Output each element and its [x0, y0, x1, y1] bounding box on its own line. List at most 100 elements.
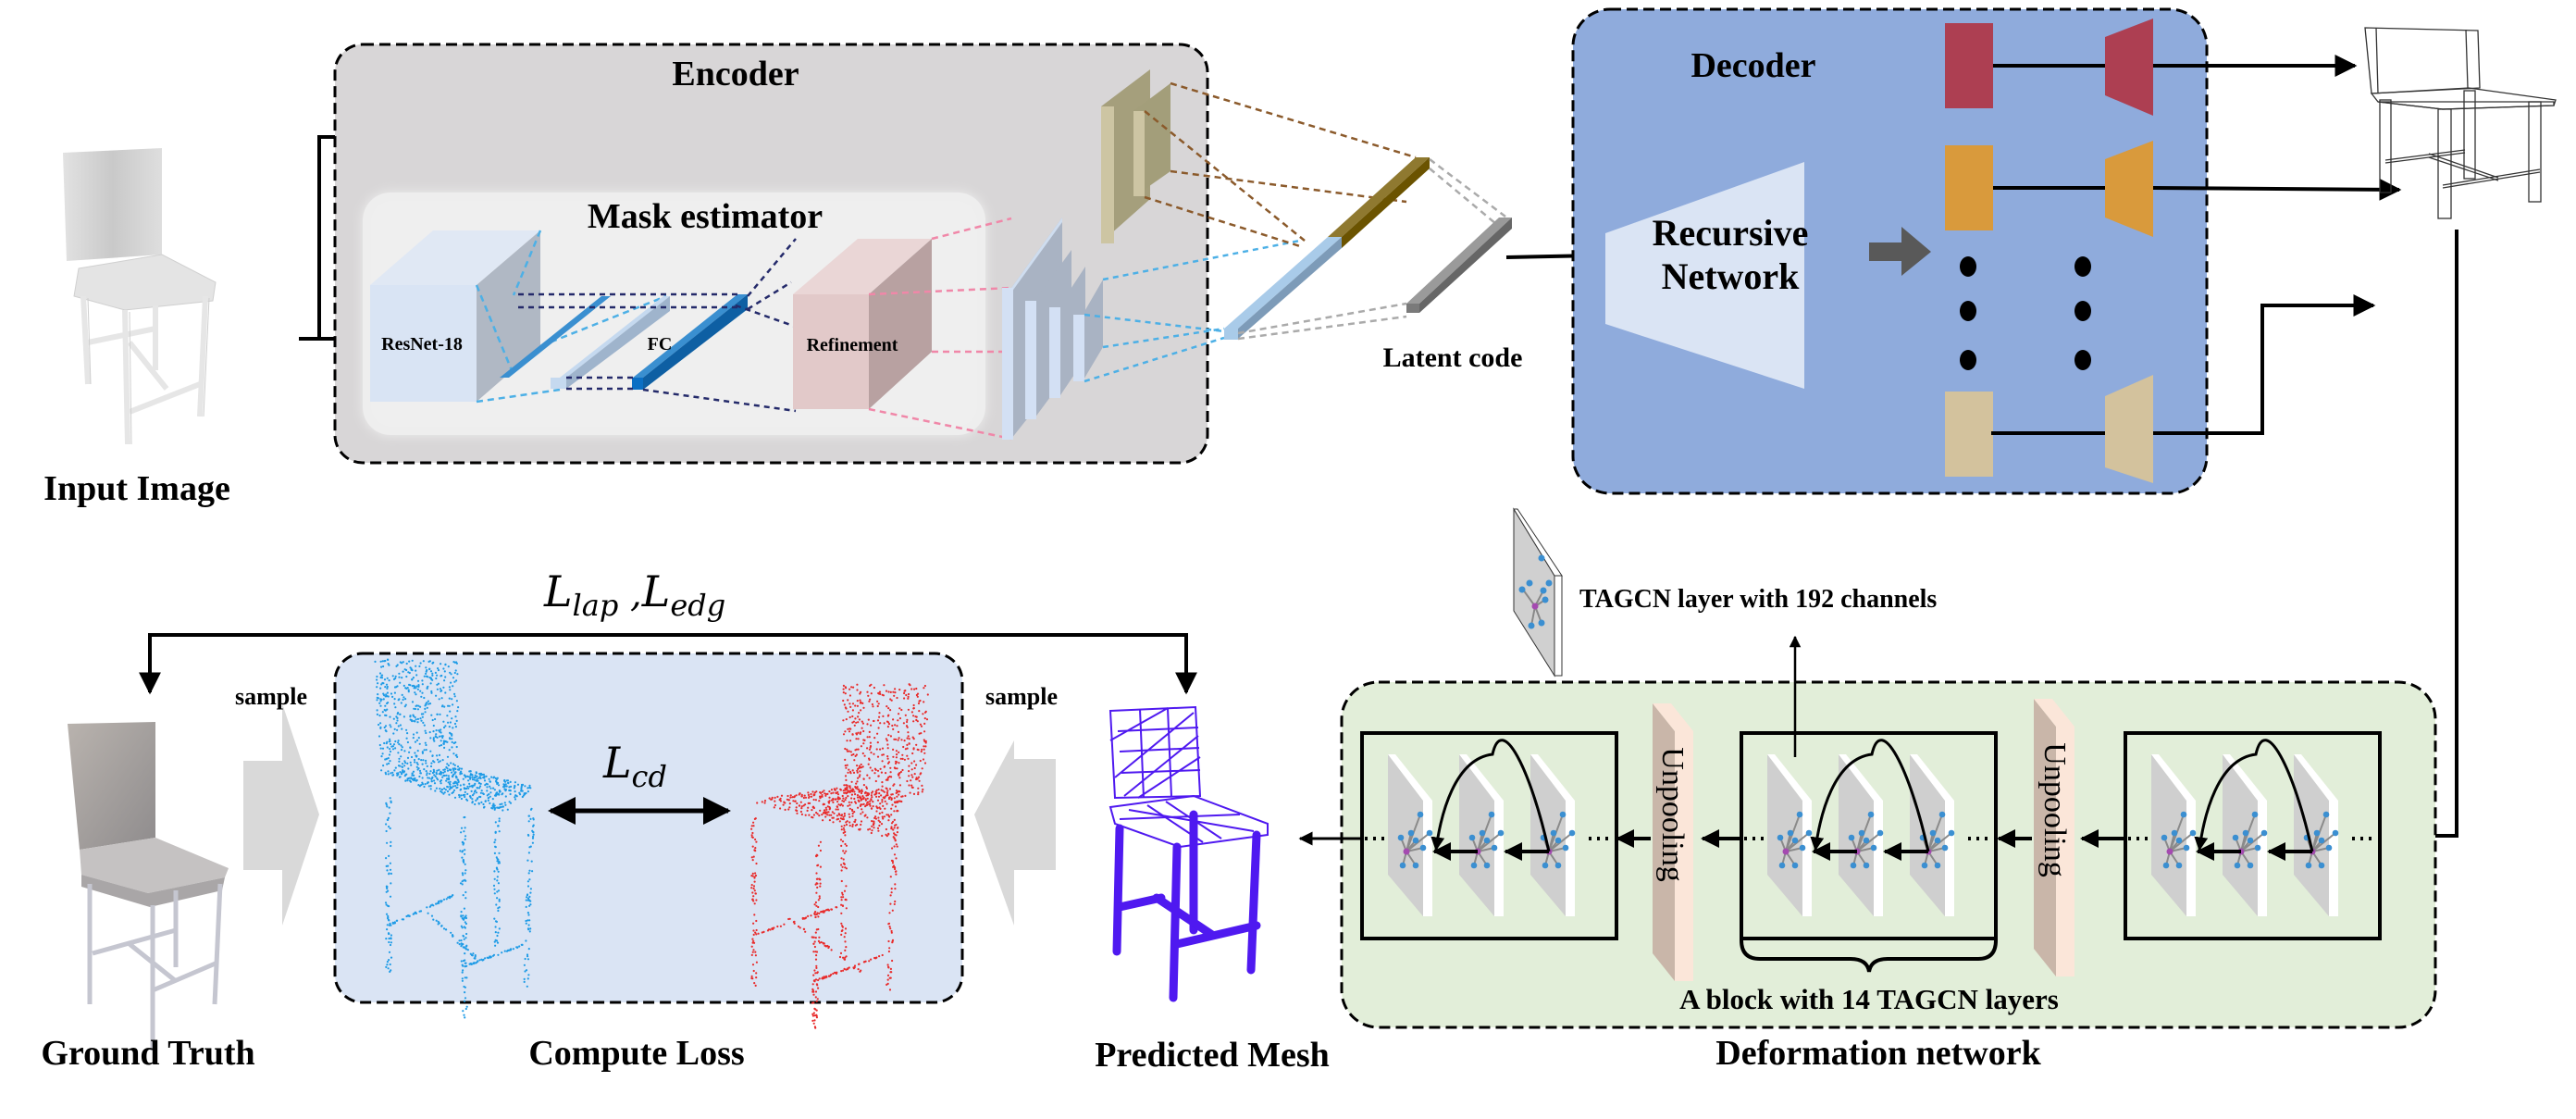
point [872, 801, 874, 803]
point [848, 768, 850, 771]
point [445, 779, 448, 782]
point [493, 789, 497, 791]
point [751, 951, 754, 953]
point [426, 702, 428, 704]
point [868, 748, 872, 751]
point [390, 969, 392, 972]
point [885, 827, 888, 831]
point [482, 958, 485, 961]
point [899, 770, 903, 774]
point [389, 760, 391, 763]
point [910, 762, 913, 765]
point [842, 691, 845, 694]
point [415, 718, 417, 721]
point [843, 784, 846, 787]
point [813, 793, 816, 796]
point [753, 817, 757, 821]
point [387, 932, 390, 935]
point [815, 1000, 818, 1002]
point [479, 785, 482, 788]
point [901, 753, 904, 756]
point [879, 722, 882, 725]
point [799, 926, 801, 929]
point [452, 935, 454, 938]
point [493, 877, 496, 880]
point [889, 927, 892, 930]
point [407, 690, 410, 693]
feature-plates-brown [1101, 69, 1170, 243]
point [815, 928, 818, 931]
point [390, 840, 392, 844]
point [442, 774, 445, 777]
point [883, 722, 886, 725]
point [889, 876, 892, 878]
point [498, 830, 501, 833]
point [464, 1016, 466, 1019]
point [815, 891, 818, 894]
point [464, 815, 466, 819]
point [490, 776, 493, 778]
point [532, 817, 535, 820]
point [896, 809, 898, 812]
skip-connection-arrow [1810, 739, 1930, 852]
point [890, 971, 893, 974]
point [416, 721, 419, 724]
unpooling-label-2: Unpooling [2037, 742, 2072, 877]
point [477, 777, 480, 779]
point [874, 817, 878, 820]
point [436, 736, 439, 740]
point [504, 795, 507, 798]
point [881, 953, 884, 957]
point [851, 825, 854, 828]
point [889, 967, 893, 970]
point [409, 780, 413, 783]
point [444, 676, 447, 678]
point [445, 898, 448, 901]
point [851, 769, 854, 772]
point [394, 747, 397, 750]
point [909, 684, 911, 687]
point [847, 699, 849, 702]
point [787, 799, 791, 802]
point [813, 791, 817, 794]
point [460, 911, 463, 914]
point [445, 928, 448, 931]
point [460, 942, 463, 945]
point [896, 767, 898, 770]
point [417, 758, 420, 761]
point [835, 798, 837, 801]
point [443, 787, 446, 790]
point [514, 790, 516, 793]
point [408, 751, 411, 753]
point [458, 793, 461, 797]
point [886, 814, 888, 816]
point [471, 776, 474, 778]
point [840, 933, 843, 937]
point [401, 727, 403, 730]
point [461, 917, 464, 920]
point [834, 971, 836, 974]
point [913, 773, 916, 776]
point [526, 893, 529, 896]
point [526, 953, 529, 956]
point [751, 872, 754, 876]
point [441, 759, 444, 762]
point [815, 964, 818, 967]
point [774, 803, 777, 807]
point [401, 746, 403, 749]
point [891, 959, 894, 963]
point [893, 810, 896, 813]
point [462, 874, 464, 877]
point [843, 967, 846, 970]
point [452, 769, 455, 772]
point [848, 715, 851, 719]
point [388, 924, 390, 926]
point [755, 862, 758, 865]
point [415, 762, 418, 765]
point [390, 872, 392, 876]
point [448, 782, 452, 786]
point [384, 729, 387, 732]
point [462, 946, 464, 949]
point [423, 724, 426, 727]
